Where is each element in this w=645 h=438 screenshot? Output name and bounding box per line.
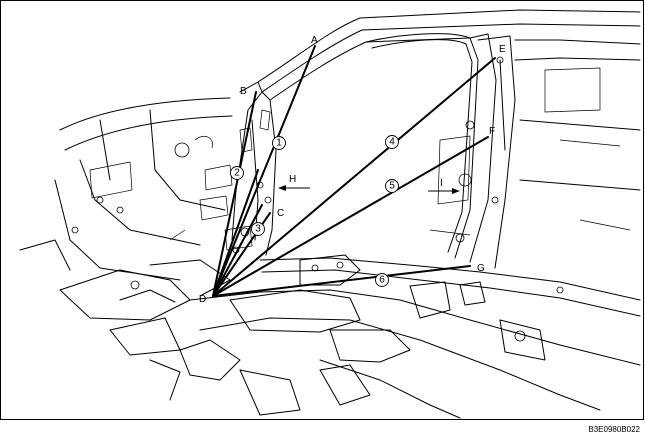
measurement-line-3b: [212, 204, 263, 297]
point-label-c: C: [277, 208, 284, 219]
svg-text:1: 1: [276, 138, 282, 149]
point-label-b: B: [240, 86, 247, 97]
view-label-h: H: [289, 174, 296, 185]
point-labels: A B C D E F G: [199, 35, 506, 305]
svg-text:3: 3: [255, 224, 261, 235]
view-arrow-i: I: [428, 178, 460, 194]
measurement-line-2b: [212, 169, 259, 297]
measurement-number-3: 3: [251, 222, 265, 236]
body-holes: [71, 56, 564, 342]
measurement-line-1: [212, 45, 316, 297]
measurement-number-5: 5: [385, 179, 399, 193]
figure-frame: [0, 0, 644, 420]
measurement-number-1: 1: [272, 136, 286, 150]
measurement-line-2: [212, 91, 257, 297]
view-arrow-h: H: [278, 174, 310, 191]
measurement-numbers: 1 2 3 4 5 6: [230, 135, 399, 287]
point-label-g: G: [477, 263, 485, 274]
svg-text:5: 5: [389, 181, 395, 192]
point-label-e: E: [499, 44, 506, 55]
point-label-d: D: [199, 294, 206, 305]
svg-text:6: 6: [379, 275, 385, 286]
figure-code: B3E0980B022: [588, 425, 640, 434]
measurement-number-6: 6: [375, 273, 389, 287]
svg-text:2: 2: [234, 168, 240, 179]
svg-text:4: 4: [389, 137, 395, 148]
vehicle-body-illustration: [19, 9, 641, 419]
measurement-line-6: [212, 265, 471, 297]
measurement-line-5: [212, 136, 489, 297]
measurement-number-2: 2: [230, 166, 244, 180]
measurement-lines: [212, 45, 496, 297]
point-label-f: F: [489, 126, 495, 137]
measurement-number-4: 4: [385, 135, 399, 149]
point-label-a: A: [311, 35, 318, 46]
view-label-i: I: [440, 178, 443, 189]
measurement-line-4: [212, 57, 496, 297]
